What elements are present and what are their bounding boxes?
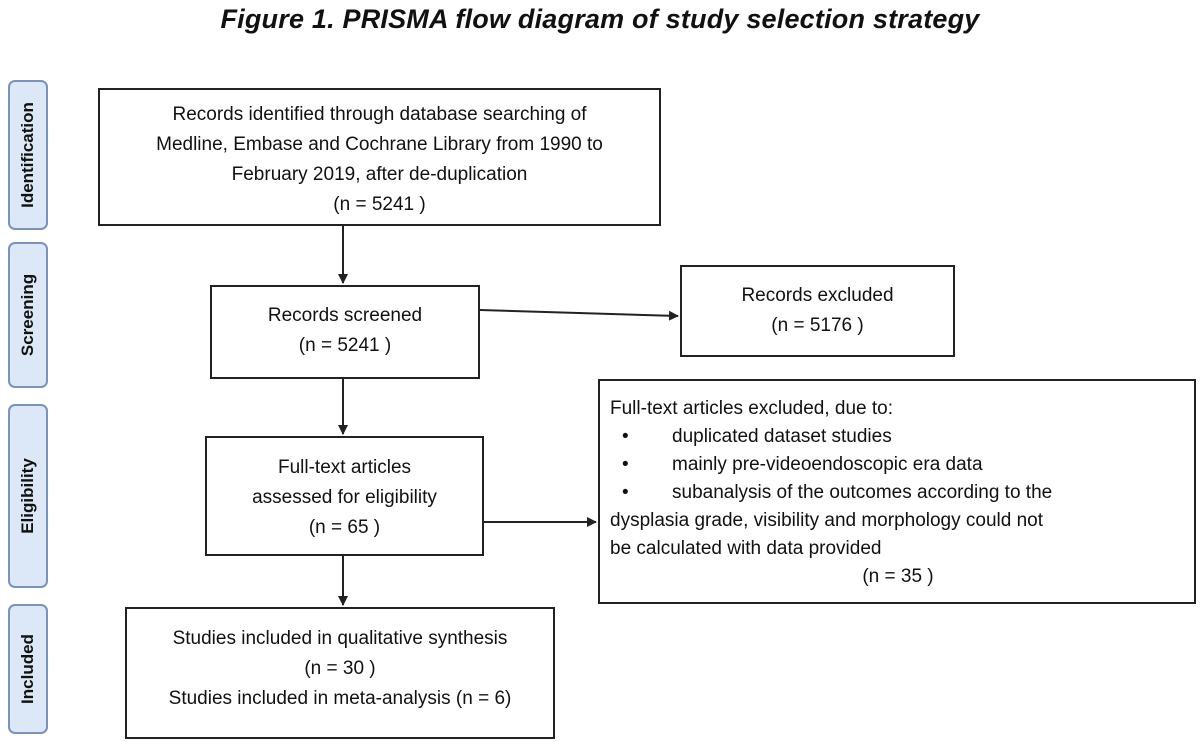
stage-included: Included [8,604,48,734]
identified-count: (n = 5241 ) [333,194,426,215]
screened-count: (n = 5241 ) [298,335,392,356]
fulltext-line-1: Full-text articles [277,457,412,478]
fulltext-line-2: assessed for eligibility [252,487,437,508]
exclusion-reason-3-line-3: be calculated with data provided [610,538,882,559]
identified-line-1: Records identified through database sear… [172,104,587,125]
records-excluded-box: Records excluded (n = 5176 ) [680,265,955,357]
identified-records-box: Records identified through database sear… [98,88,661,226]
excluded-label: Records excluded [741,285,894,306]
exclusion-reason-1: duplicated dataset studies [610,423,1186,451]
arrow-screened-to-excluded [479,309,679,321]
fulltext-excluded-count: (n = 35 ) [862,566,934,587]
qualitative-label: Studies included in qualitative synthesi… [172,628,508,649]
stage-identification: Identification [8,80,48,230]
exclusion-reason-3: subanalysis of the outcomes according to… [610,479,1186,563]
identified-line-3: February 2019, after de-duplication [231,164,528,185]
meta-analysis-label: Studies included in meta-analysis (n = 6… [168,688,512,709]
stage-screening: Screening [8,242,48,388]
identified-line-2: Medline, Embase and Cochrane Library fro… [156,134,603,155]
screened-label: Records screened [267,305,423,326]
exclusion-reason-3-line-1: subanalysis of the outcomes according to… [672,482,1053,503]
excluded-count: (n = 5176 ) [771,315,864,336]
fulltext-assessed-box: Full-text articles assessed for eligibil… [205,436,484,556]
stage-eligibility: Eligibility [8,404,48,588]
exclusion-reasons-list: duplicated dataset studies mainly pre-vi… [610,423,1186,563]
qualitative-count: (n = 30 ) [304,658,376,679]
records-screened-box: Records screened (n = 5241 ) [210,285,480,379]
exclusion-reason-2: mainly pre-videoendoscopic era data [610,451,1186,479]
fulltext-excluded-heading: Full-text articles excluded, due to: [610,398,894,419]
fulltext-excluded-box: Full-text articles excluded, due to: dup… [598,379,1196,604]
fulltext-count: (n = 65 ) [308,517,381,538]
exclusion-reason-3-line-2: dysplasia grade, visibility and morpholo… [610,510,1044,531]
figure-title: Figure 1. PRISMA flow diagram of study s… [220,4,980,34]
studies-included-box: Studies included in qualitative synthesi… [125,607,555,739]
